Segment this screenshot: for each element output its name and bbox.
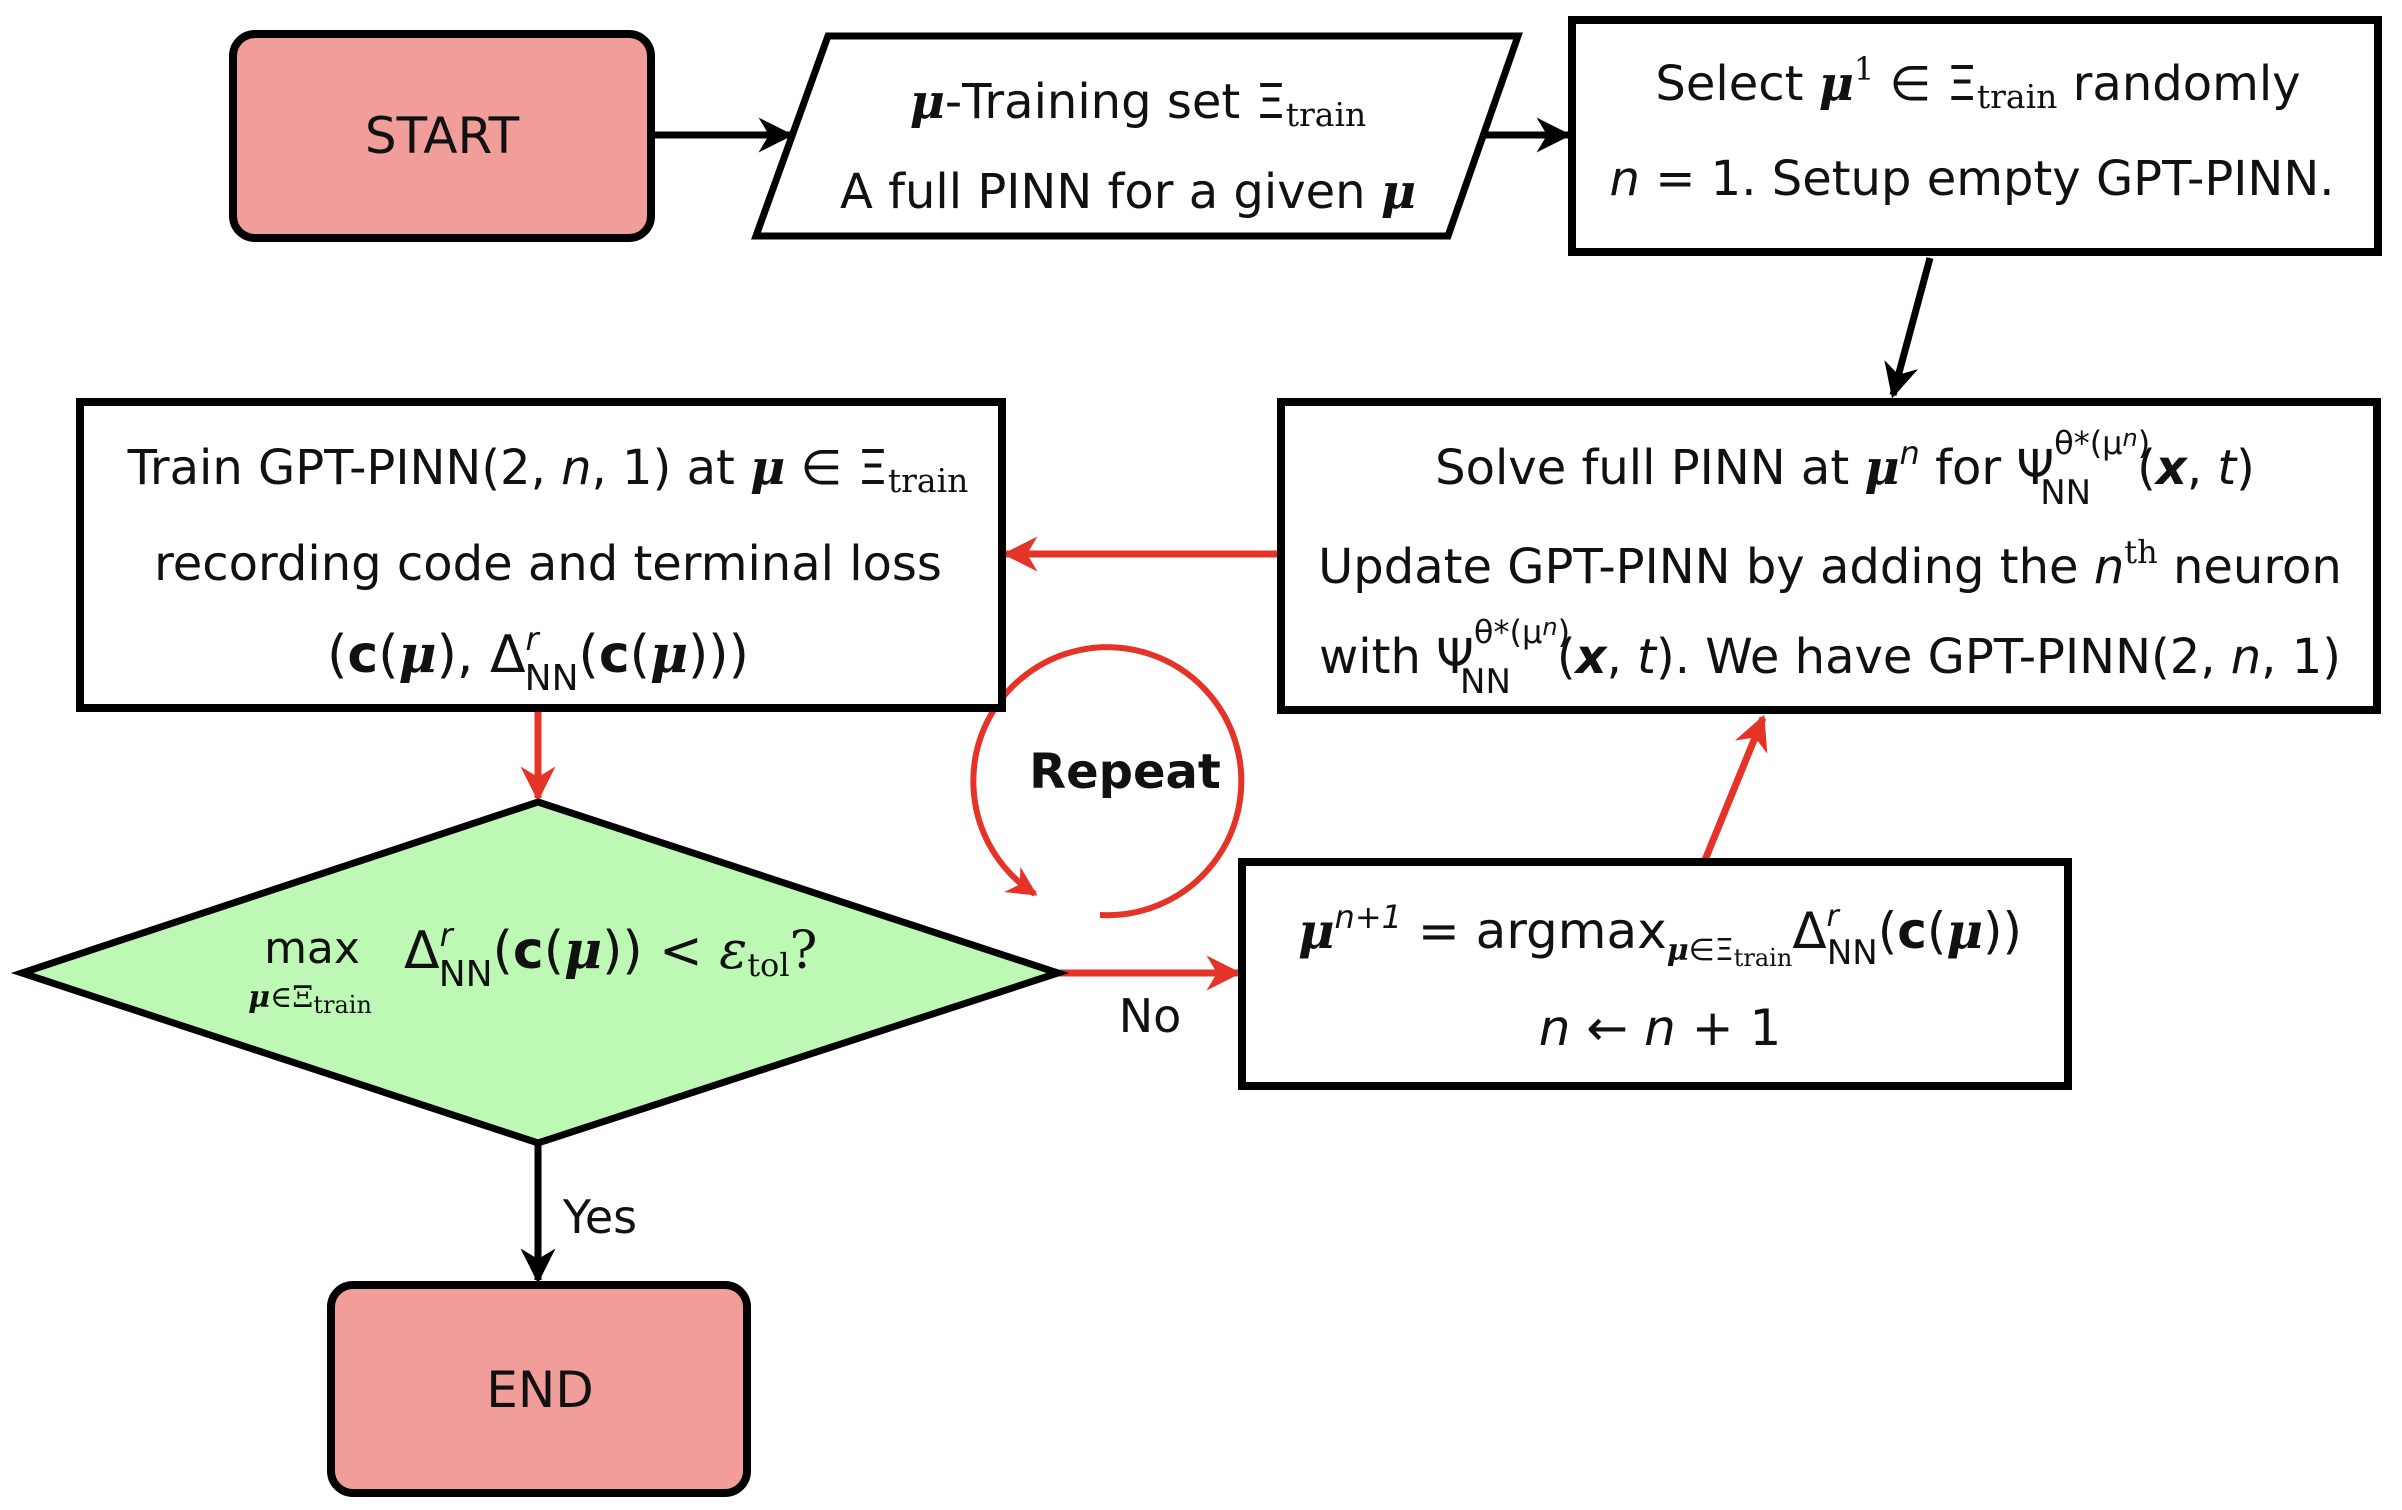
select-node: Select μ1 ∈ Ξtrain randomly n = 1. Setup…: [1568, 16, 2382, 256]
edge-argmax-to-solve: [1701, 714, 1768, 862]
repeat-label: Repeat: [1029, 744, 1221, 800]
training-set-node: μ-Training set Ξtrain A full PINN for a …: [751, 32, 1523, 240]
repeat-loop: Repeat: [970, 644, 1245, 919]
no-label: No: [1119, 989, 1182, 1043]
solve-line2: Update GPT-PINN by adding the nth neuron: [1318, 533, 2342, 595]
training-set-line1: μ-Training set Ξtrain: [910, 74, 1367, 134]
decision-max-subscript: μ∈Ξtrain: [248, 980, 372, 1019]
start-node: START: [229, 30, 655, 242]
end-label: END: [486, 1361, 594, 1419]
repeat-loop-arc: [970, 644, 1245, 919]
edge-select-to-solve: [1884, 257, 1934, 399]
train-line2: recording code and terminal loss: [154, 536, 942, 592]
training-set-line2: A full PINN for a given μ: [840, 164, 1416, 220]
select-line1: Select μ1 ∈ Ξtrain randomly: [1655, 50, 2300, 116]
select-line2: n = 1. Setup empty GPT-PINN.: [1610, 151, 2335, 207]
solve-node: Solve full PINN at μn for Ψθ*(μn)NN(x, t…: [1277, 398, 2381, 714]
train-line1: Train GPT-PINN(2, n, 1) at μ ∈ Ξtrain: [127, 440, 969, 500]
solve-line1: Solve full PINN at μn for Ψθ*(μn)NN(x, t…: [1435, 424, 2255, 513]
yes-label: Yes: [562, 1190, 637, 1244]
argmax-line2: n ← n + 1: [1539, 999, 1782, 1057]
decision-max: max: [264, 923, 360, 974]
end-node: END: [327, 1281, 751, 1497]
solve-line3: with Ψθ*(μn)NN(x, t). We have GPT-PINN(2…: [1319, 613, 2341, 702]
train-node: Train GPT-PINN(2, n, 1) at μ ∈ Ξtrain re…: [76, 398, 1006, 712]
start-label: START: [365, 107, 520, 165]
